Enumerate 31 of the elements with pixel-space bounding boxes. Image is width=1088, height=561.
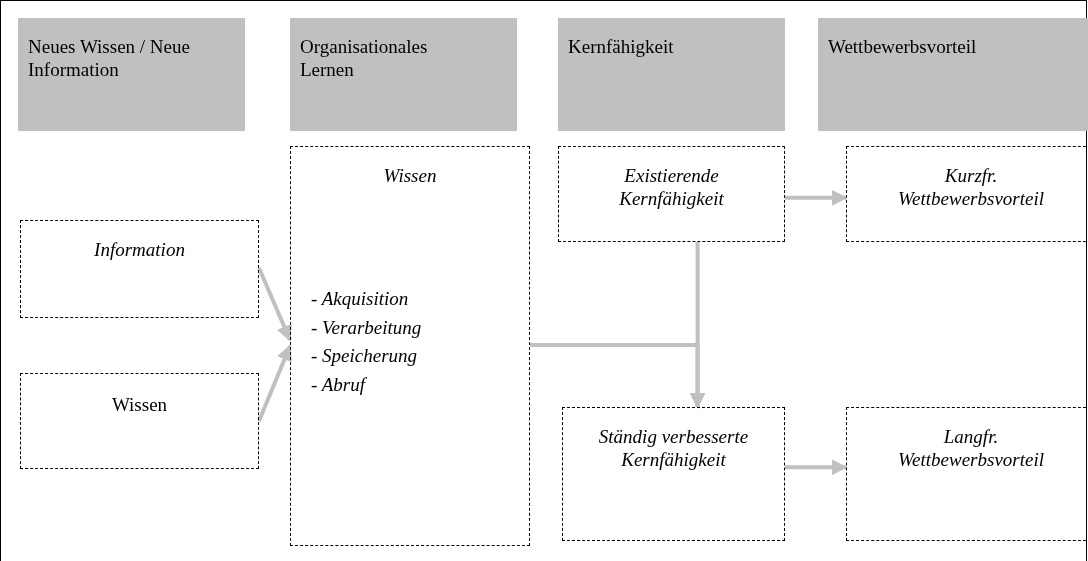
column-header [18, 18, 245, 131]
box-text: Existierende Kernfähigkeit [618, 165, 725, 211]
column-header [290, 18, 517, 131]
box-text: Kurzfr. Wettbewerbsvorteil [897, 165, 1045, 211]
process-box [846, 146, 1088, 242]
box-text: Information [94, 239, 185, 262]
header-text: Organisationales Lernen [300, 36, 429, 82]
process-box [558, 146, 785, 242]
list-item: - Verarbeitung [311, 316, 422, 340]
process-box [20, 220, 259, 318]
list-item: - Speicherung [311, 345, 418, 369]
process-box [290, 146, 530, 546]
header-text: Wettbewerbsvorteil [828, 36, 977, 59]
box-text: Wissen [383, 165, 437, 188]
header-text: Neues Wissen / Neue Information [28, 36, 191, 82]
arrow [785, 189, 848, 206]
arrow [785, 459, 848, 476]
process-box [20, 373, 259, 469]
header-text: Kernfähigkeit [568, 36, 674, 59]
list-item: - Abruf [311, 374, 365, 397]
column-header [818, 18, 1088, 131]
list-item: - Akquisition [311, 287, 409, 311]
box-text: Ständig verbesserte Kernfähigkeit [597, 426, 750, 472]
box-text: Wissen [111, 394, 168, 417]
arrow [257, 344, 292, 422]
column-header [558, 18, 785, 131]
arrow [689, 242, 706, 409]
box-text: Langfr. Wettbewerbsvorteil [897, 426, 1045, 472]
process-box [846, 407, 1088, 541]
arrow [257, 267, 292, 342]
process-box [562, 407, 785, 541]
